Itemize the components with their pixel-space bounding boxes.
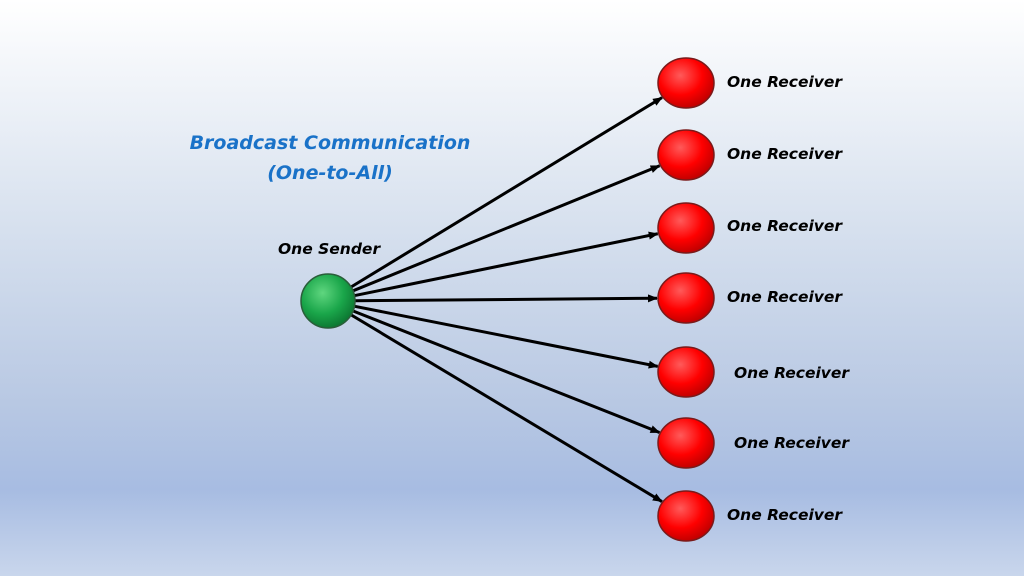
title-line-2: (One-to-All) xyxy=(267,162,393,184)
receiver-node-2 xyxy=(657,129,715,181)
arrow-to-receiver-1 xyxy=(349,96,663,289)
receiver-node-1 xyxy=(657,57,715,109)
receiver-label-1: One Receiver xyxy=(727,73,843,91)
receiver-label-5: One Receiver xyxy=(734,364,850,382)
receiver-label-6: One Receiver xyxy=(734,434,850,452)
arrow-to-receiver-6 xyxy=(351,309,661,434)
receiver-node-5 xyxy=(657,346,715,398)
sender-node xyxy=(300,273,356,329)
receiver-node-3 xyxy=(657,202,715,254)
arrow-to-receiver-5 xyxy=(353,304,659,369)
receiver-node-7 xyxy=(657,490,715,542)
arrow-to-receiver-2 xyxy=(351,164,661,293)
receiver-label-3: One Receiver xyxy=(727,217,843,235)
arrow-to-receiver-4 xyxy=(353,294,659,303)
receiver-label-2: One Receiver xyxy=(727,145,843,163)
sender-label: One Sender xyxy=(278,240,381,258)
receiver-label-4: One Receiver xyxy=(727,288,843,306)
arrow-to-receiver-3 xyxy=(353,231,659,298)
receiver-node-4 xyxy=(657,272,715,324)
title-line-1: Broadcast Communication xyxy=(189,132,471,154)
arrows-group xyxy=(349,96,663,503)
arrow-to-receiver-7 xyxy=(349,313,663,503)
receivers-group xyxy=(657,57,715,542)
receiver-label-7: One Receiver xyxy=(727,506,843,524)
diagram-title: Broadcast Communication (One-to-All) xyxy=(170,128,490,188)
receiver-node-6 xyxy=(657,417,715,469)
